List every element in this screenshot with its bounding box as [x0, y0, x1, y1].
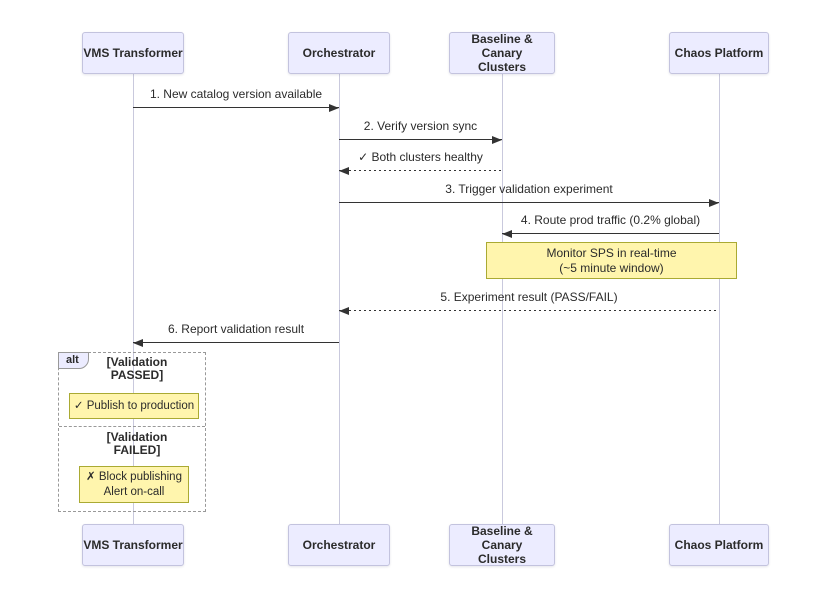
message-line: [339, 166, 502, 175]
message-line: [339, 135, 502, 144]
note-block-publishing: ✗ Block publishing Alert on-call: [79, 466, 189, 503]
alt-condition-line: [Validation: [106, 430, 168, 444]
message-label: 5. Experiment result (PASS/FAIL): [440, 290, 618, 304]
message-line: [502, 229, 719, 238]
note-line: ✗ Block publishing: [86, 470, 182, 483]
actor-label: Orchestrator: [302, 538, 376, 552]
arrowhead-left-icon: [339, 306, 349, 315]
actor-vms-transformer-bottom: VMS Transformer: [82, 524, 184, 566]
actor-vms-transformer-top: VMS Transformer: [82, 32, 184, 74]
arrowhead-right-icon: [492, 135, 502, 144]
lifeline-chaos-platform: [719, 74, 720, 525]
actor-label: VMS Transformer: [83, 46, 183, 60]
message-line: [133, 338, 339, 347]
message-label: 3. Trigger validation experiment: [445, 182, 613, 196]
message-line: [339, 198, 719, 207]
message-label: 1. New catalog version available: [149, 87, 323, 101]
arrowhead-right-icon: [709, 198, 719, 207]
arrowhead-right-icon: [329, 103, 339, 112]
message-line: [133, 103, 339, 112]
actor-orchestrator-top: Orchestrator: [288, 32, 390, 74]
actor-label: Clusters: [477, 552, 527, 566]
actor-label: Chaos Platform: [674, 46, 764, 60]
actor-label: Baseline & Canary: [471, 524, 533, 552]
lifeline-vms-transformer: [133, 74, 134, 525]
note-line: Monitor SPS in real-time: [546, 245, 677, 260]
alt-condition-line: FAILED]: [113, 443, 161, 457]
alt-frame: alt [Validation PASSED] ✓ Publish to pro…: [58, 352, 206, 512]
arrowhead-left-icon: [339, 166, 349, 175]
message-6-report-validation-result: 6. Report validation result: [133, 322, 339, 347]
alt-condition-line: PASSED]: [110, 368, 164, 382]
message-4-route-prod-traffic: 4. Route prod traffic (0.2% global): [502, 213, 719, 238]
lifeline-orchestrator: [339, 74, 340, 525]
message-2-verify-version-sync: 2. Verify version sync: [339, 119, 502, 144]
actor-label: Orchestrator: [302, 46, 376, 60]
note-monitor-sps: Monitor SPS in real-time (~5 minute wind…: [486, 242, 737, 279]
message-3-trigger-validation: 3. Trigger validation experiment: [339, 182, 719, 207]
message-both-clusters-healthy: ✓ Both clusters healthy: [339, 150, 502, 175]
alt-condition-line: [Validation: [106, 355, 168, 369]
alt-divider: [59, 426, 205, 427]
message-1-new-catalog-version: 1. New catalog version available: [133, 87, 339, 112]
actor-label: Chaos Platform: [674, 538, 764, 552]
alt-condition-failed: [Validation FAILED]: [59, 431, 205, 457]
message-line: [339, 306, 719, 315]
message-label: ✓ Both clusters healthy: [358, 150, 483, 164]
actor-label: Clusters: [477, 60, 527, 74]
message-label: 2. Verify version sync: [363, 119, 478, 133]
lifeline-baseline-canary: [502, 74, 503, 525]
note-publish-to-production: ✓ Publish to production: [69, 393, 199, 419]
message-label: 4. Route prod traffic (0.2% global): [520, 213, 701, 227]
message-label: 6. Report validation result: [167, 322, 305, 336]
arrowhead-left-icon: [502, 229, 512, 238]
actor-orchestrator-bottom: Orchestrator: [288, 524, 390, 566]
actor-baseline-canary-bottom: Baseline & Canary Clusters: [449, 524, 555, 566]
actor-label: VMS Transformer: [83, 538, 183, 552]
actor-label: Baseline & Canary: [471, 32, 533, 60]
note-line: ✓ Publish to production: [73, 399, 195, 412]
arrowhead-left-icon: [133, 338, 143, 347]
alt-label: alt: [58, 352, 89, 369]
actor-chaos-platform-bottom: Chaos Platform: [669, 524, 769, 566]
note-line: Alert on-call: [103, 485, 165, 498]
alt-condition-passed: [Validation PASSED]: [59, 356, 205, 382]
actor-baseline-canary-top: Baseline & Canary Clusters: [449, 32, 555, 74]
note-line: (~5 minute window): [559, 260, 664, 275]
message-5-experiment-result: 5. Experiment result (PASS/FAIL): [339, 290, 719, 315]
actor-chaos-platform-top: Chaos Platform: [669, 32, 769, 74]
